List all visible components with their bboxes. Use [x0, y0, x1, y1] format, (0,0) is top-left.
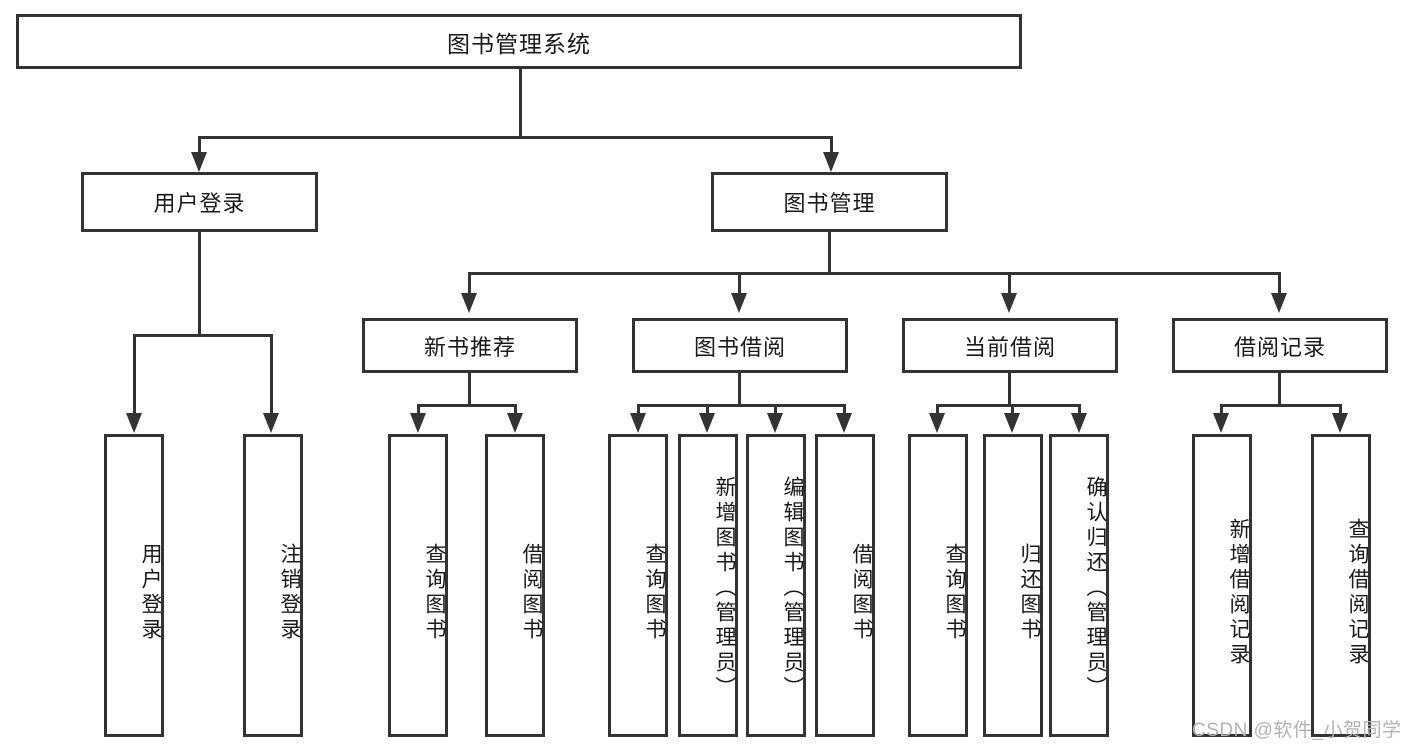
- edge-borrow-record-stem: [1278, 373, 1281, 406]
- edge-book-manage-to-l3a: [468, 272, 471, 304]
- arrow-user-login-to-leaf2: [263, 413, 279, 433]
- node-current-borrow[interactable]: 当前借阅: [902, 318, 1118, 373]
- edge-book-manage-to-l3b: [738, 272, 741, 304]
- edge-current-borrow-stem: [1008, 373, 1011, 406]
- node-leaf-query-borrow-record[interactable]: 查询借阅记录: [1311, 434, 1371, 737]
- edge-book-manage-to-l3c: [1008, 272, 1011, 304]
- arrow-book-manage-to-borrow-record: [1271, 293, 1287, 313]
- node-leaf-query-book-current[interactable]: 查询图书: [908, 434, 968, 737]
- arrow-current-borrow-to-query: [929, 413, 945, 433]
- edge-user-login-to-leaf1: [133, 334, 136, 424]
- edge-book-borrow-bar: [637, 404, 845, 407]
- node-new-book-recommend[interactable]: 新书推荐: [362, 318, 578, 373]
- edge-root-bar: [198, 136, 833, 139]
- edge-root-to-user-login: [198, 136, 201, 162]
- arrow-user-login-to-leaf1: [126, 413, 142, 433]
- node-leaf-logout[interactable]: 注销登录: [243, 434, 303, 737]
- edge-user-login-bar: [133, 334, 273, 337]
- node-root-system[interactable]: 图书管理系统: [16, 14, 1022, 69]
- arrow-root-to-book-manage: [823, 152, 839, 172]
- node-leaf-borrow-book[interactable]: 借阅图书: [815, 434, 875, 737]
- arrow-book-borrow-to-add: [699, 413, 715, 433]
- node-leaf-user-login[interactable]: 用户登录: [104, 434, 164, 737]
- arrow-borrow-record-to-query: [1332, 413, 1348, 433]
- edge-user-login-stem: [198, 232, 201, 336]
- edge-borrow-record-bar: [1220, 404, 1342, 407]
- arrow-book-borrow-to-query: [630, 413, 646, 433]
- edge-root-to-book-manage: [830, 136, 833, 162]
- arrow-book-manage-to-current-borrow: [1001, 293, 1017, 313]
- arrow-new-book-to-borrow: [507, 413, 523, 433]
- node-leaf-add-book-admin[interactable]: 新增图书（管理员）: [678, 434, 738, 737]
- edge-book-manage-stem: [828, 232, 831, 274]
- csdn-watermark: CSDN @软件_小贺同学: [1192, 720, 1402, 741]
- edge-current-borrow-bar: [936, 404, 1081, 407]
- arrow-current-borrow-to-return: [1004, 413, 1020, 433]
- edge-new-book-bar: [417, 404, 517, 407]
- node-book-manage[interactable]: 图书管理: [711, 172, 948, 232]
- arrow-current-borrow-to-confirm: [1071, 413, 1087, 433]
- edge-book-manage-bar: [468, 272, 1280, 275]
- node-leaf-edit-book-admin[interactable]: 编辑图书（管理员）: [746, 434, 806, 737]
- arrow-book-borrow-to-edit: [767, 413, 783, 433]
- edge-book-manage-to-l3d: [1278, 272, 1281, 304]
- node-leaf-query-book-borrow[interactable]: 查询图书: [608, 434, 668, 737]
- node-leaf-borrow-book-recommend[interactable]: 借阅图书: [485, 434, 545, 737]
- arrow-borrow-record-to-add: [1213, 413, 1229, 433]
- edge-book-borrow-stem: [738, 373, 741, 406]
- edge-user-login-to-leaf2: [270, 334, 273, 424]
- node-leaf-query-book-recommend[interactable]: 查询图书: [388, 434, 448, 737]
- edge-root-stem: [519, 69, 522, 136]
- arrow-new-book-to-query: [410, 413, 426, 433]
- arrow-root-to-user-login: [191, 152, 207, 172]
- edge-new-book-stem: [468, 373, 471, 406]
- node-borrow-record[interactable]: 借阅记录: [1172, 318, 1388, 373]
- arrow-book-borrow-to-borrow: [836, 413, 852, 433]
- node-leaf-confirm-return-admin[interactable]: 确认归还（管理员）: [1049, 434, 1109, 737]
- node-leaf-return-book[interactable]: 归还图书: [983, 434, 1043, 737]
- arrow-book-manage-to-new-book: [461, 293, 477, 313]
- node-book-borrow[interactable]: 图书借阅: [632, 318, 848, 373]
- node-leaf-add-borrow-record[interactable]: 新增借阅记录: [1192, 434, 1252, 737]
- node-user-login[interactable]: 用户登录: [81, 172, 318, 232]
- arrow-book-manage-to-book-borrow: [731, 293, 747, 313]
